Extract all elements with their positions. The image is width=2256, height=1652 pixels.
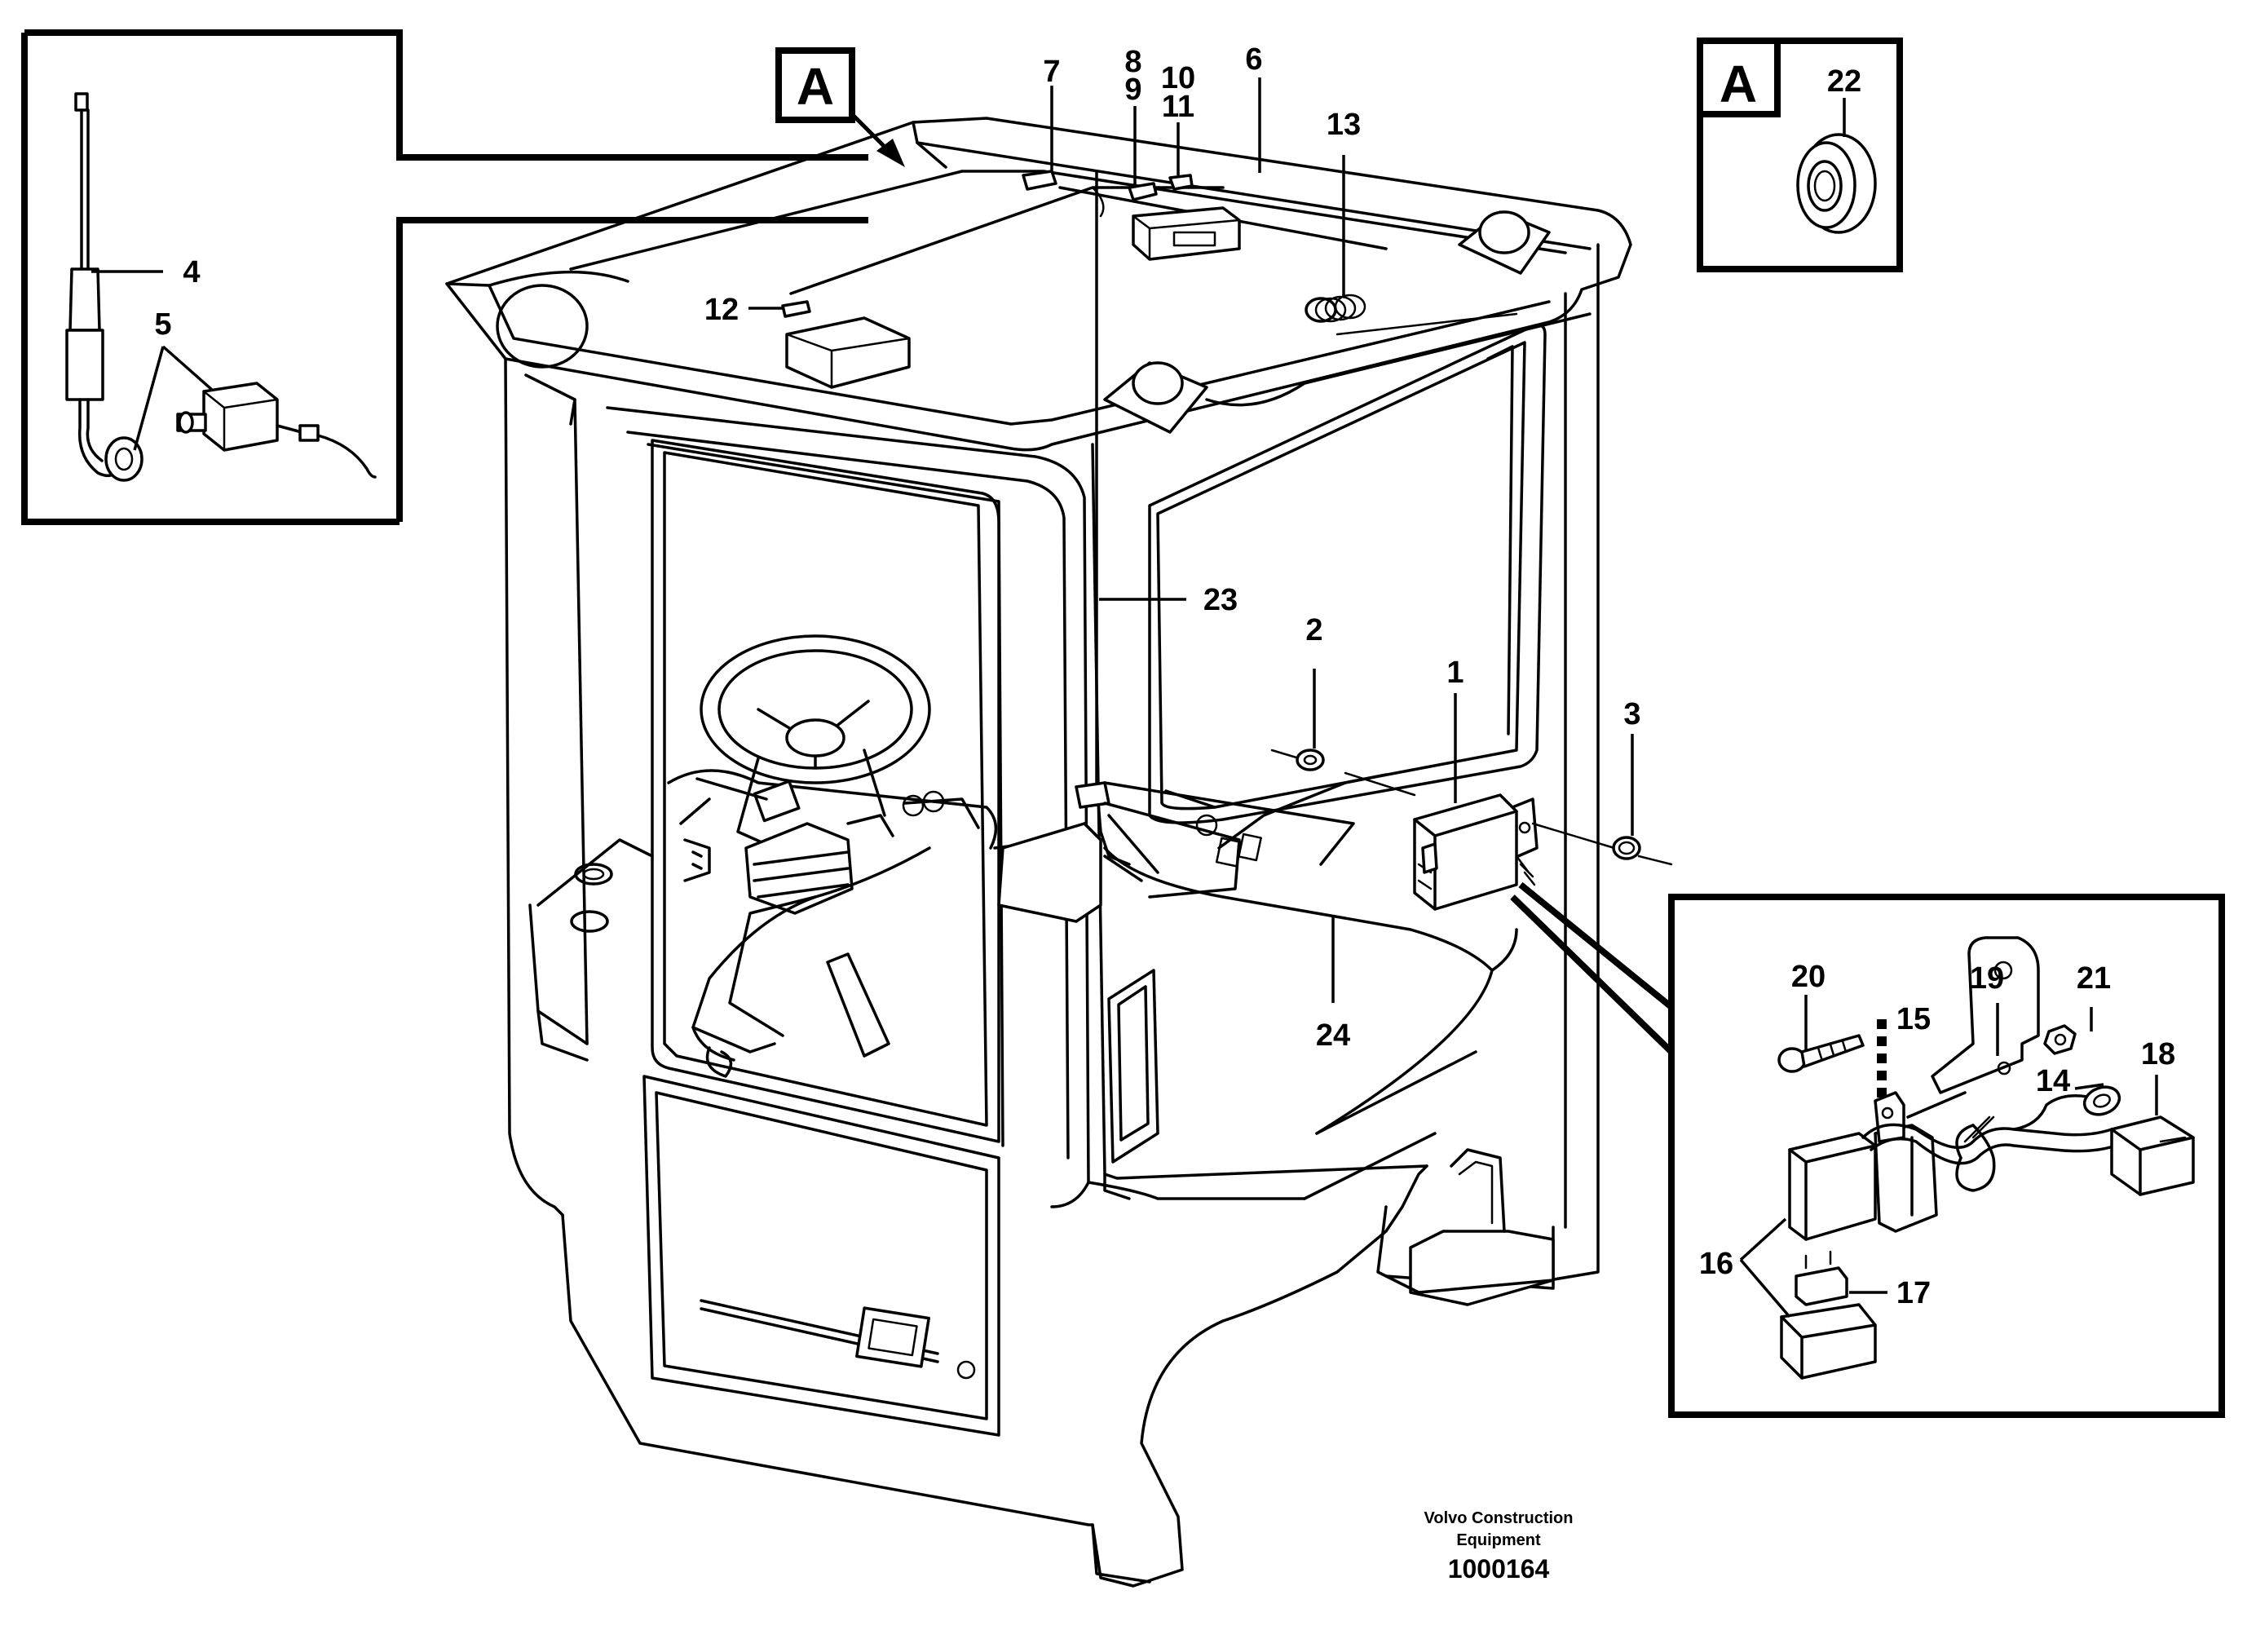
callout-2: 2 xyxy=(1305,613,1322,647)
callout-12: 12 xyxy=(704,293,739,327)
callout-7: 7 xyxy=(1043,55,1060,89)
coil-13 xyxy=(1305,294,1366,323)
callout-9: 9 xyxy=(1124,73,1141,107)
footer-company-line2: Equipment xyxy=(1456,1531,1541,1549)
callout-11: 11 xyxy=(1162,90,1194,124)
connector-detail-inset xyxy=(1510,881,2225,1418)
callout-15: 15 xyxy=(1896,1002,1931,1036)
cab-structure xyxy=(445,77,1673,1588)
callout-10: 10 xyxy=(1161,61,1195,95)
callout-14: 14 xyxy=(2036,1064,2070,1098)
callout-22: 22 xyxy=(1827,64,1861,99)
callout-16: 16 xyxy=(1699,1247,1733,1281)
callout-19: 19 xyxy=(1970,961,2004,996)
grommet-detail-inset xyxy=(1697,38,1903,272)
antenna-detail-inset xyxy=(21,29,868,525)
callout-21: 21 xyxy=(2077,961,2111,996)
callout-5: 5 xyxy=(154,307,171,342)
callout-6: 6 xyxy=(1245,42,1262,77)
callout-13: 13 xyxy=(1327,108,1361,142)
figure-number: 1000164 xyxy=(1448,1554,1550,1584)
callout-24: 24 xyxy=(1316,1018,1350,1053)
view-a-letter: A xyxy=(797,57,834,116)
callout-4: 4 xyxy=(183,255,200,289)
callout-20: 20 xyxy=(1791,960,1826,994)
callout-3: 3 xyxy=(1623,697,1640,731)
footer-company-line1: Volvo Construction xyxy=(1424,1509,1574,1527)
view-a-letter-inset: A xyxy=(1720,55,1757,113)
callout-8: 8 xyxy=(1124,45,1141,79)
callout-18: 18 xyxy=(2141,1037,2175,1071)
callout-1: 1 xyxy=(1446,656,1464,690)
callout-23: 23 xyxy=(1203,583,1238,617)
callout-17: 17 xyxy=(1896,1276,1931,1310)
